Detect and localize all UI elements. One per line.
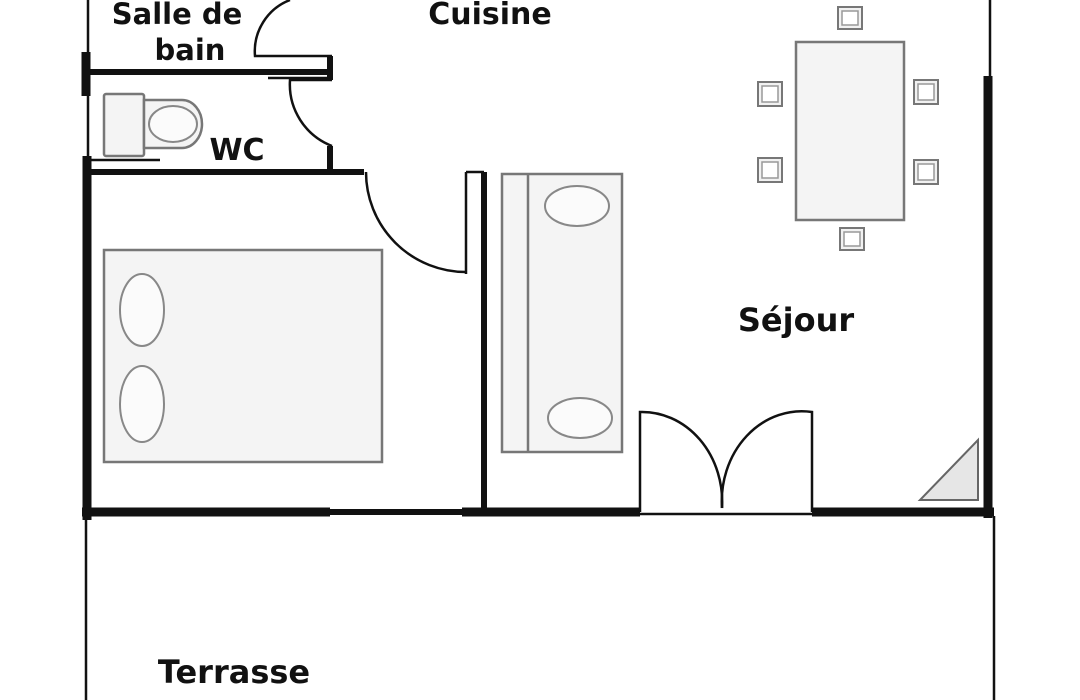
- pillow-icon: [119, 273, 165, 347]
- label-terrasse: Terrasse: [158, 653, 310, 691]
- bathroom-walls: [90, 56, 364, 175]
- wc-door: [288, 78, 333, 148]
- chair-icon: [839, 227, 865, 251]
- cushion-icon: [547, 397, 613, 439]
- pillow-icon: [119, 365, 165, 443]
- cushion-icon: [544, 185, 610, 227]
- bedroom-door: [364, 171, 468, 274]
- corner-cabinet: [917, 437, 979, 501]
- wc-fixture: [102, 92, 204, 158]
- label-wc: WC: [209, 133, 264, 168]
- chair-icon: [757, 157, 783, 183]
- chair-icon: [913, 159, 939, 185]
- label-salle-de-bain: Salle de: [112, 0, 243, 31]
- label-sejour: Séjour: [738, 301, 854, 339]
- label-salle-de-bain-2: bain: [155, 33, 226, 67]
- double-bed: [102, 248, 384, 464]
- sofa: [500, 172, 624, 454]
- chair-icon: [837, 6, 863, 30]
- dining-chairs: [757, 6, 939, 251]
- chair-icon: [757, 81, 783, 107]
- interior-walls: [466, 170, 487, 508]
- dining-table: [794, 40, 906, 222]
- terrace-wall: [82, 507, 996, 700]
- french-door: [638, 410, 814, 512]
- outer-walls: [81, 0, 993, 520]
- bathroom-door: [253, 0, 332, 58]
- chair-icon: [913, 79, 939, 105]
- label-cuisine: Cuisine: [428, 0, 552, 32]
